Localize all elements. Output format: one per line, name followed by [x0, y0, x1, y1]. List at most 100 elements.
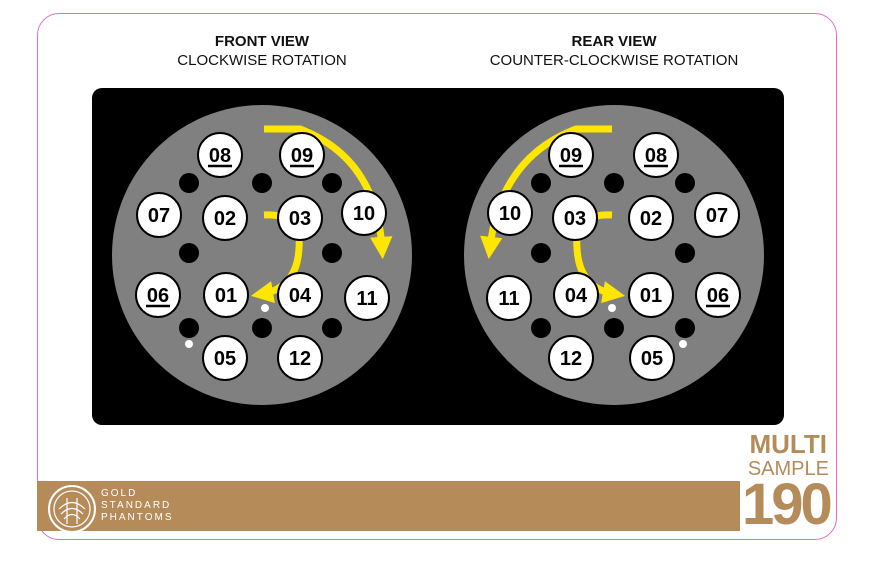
sample-circle: [203, 272, 249, 318]
sample-circle: [628, 195, 674, 241]
sample-label: 08: [645, 145, 667, 167]
sample-label: 10: [353, 203, 375, 225]
front-sample-10: 10: [341, 190, 387, 236]
hole: [675, 243, 695, 263]
rear-sample-04: 04: [553, 272, 599, 318]
brand-bar: [37, 481, 740, 531]
rear-disc-body: [464, 105, 764, 405]
rear-sample-01: 01: [628, 272, 674, 318]
sample-circle: [486, 275, 532, 321]
front-sample-09: 09: [279, 132, 325, 178]
product-number: 190: [742, 472, 833, 537]
hole: [322, 318, 342, 338]
sample-label: 03: [564, 208, 586, 230]
front-sample-12: 12: [277, 335, 323, 381]
sample-label: 02: [214, 208, 236, 230]
rear-sample-09: 09: [548, 132, 594, 178]
sample-label: 01: [215, 285, 237, 307]
front-sample-01: 01: [203, 272, 249, 318]
rear-marker-dot: [608, 304, 616, 312]
sample-circle: [344, 275, 390, 321]
front-sample-06: 06: [135, 272, 181, 318]
rear-sample-03: 03: [552, 195, 598, 241]
rear-sample-12: 12: [548, 335, 594, 381]
sample-circle: [552, 195, 598, 241]
front-sample-05: 05: [202, 335, 248, 381]
front-sample-02: 02: [202, 195, 248, 241]
hole: [179, 173, 199, 193]
hole: [179, 243, 199, 263]
hole: [322, 173, 342, 193]
rear-marker-dot: [679, 340, 687, 348]
sample-circle: [277, 195, 323, 241]
front-view-subtitle: CLOCKWISE ROTATION: [177, 52, 347, 69]
hole: [322, 243, 342, 263]
hole: [531, 173, 551, 193]
hole: [675, 318, 695, 338]
rear-sample-07: 07: [694, 192, 740, 238]
front-view-heading: FRONT VIEW CLOCKWISE ROTATION: [162, 32, 362, 70]
front-sample-11: 11: [344, 275, 390, 321]
front-marker-dot: [185, 340, 193, 348]
front-sample-08: 08: [197, 132, 243, 178]
sample-label: 11: [498, 288, 519, 310]
hole: [604, 173, 624, 193]
rear-sample-06: 06: [695, 272, 741, 318]
hole: [252, 173, 272, 193]
hole: [179, 318, 199, 338]
sample-circle: [341, 190, 387, 236]
front-disc-body: [112, 105, 412, 405]
sample-label: 08: [209, 145, 231, 167]
sample-label: 12: [289, 348, 311, 370]
rear-view-title: REAR VIEW: [571, 33, 657, 50]
product-sample: SAMPLE: [747, 458, 829, 480]
hole: [531, 243, 551, 263]
rear-sample-10: 10: [487, 190, 533, 236]
rear-sample-02: 02: [628, 195, 674, 241]
sample-circle: [553, 272, 599, 318]
hole: [604, 318, 624, 338]
brand-name-line2: STANDARD: [101, 500, 172, 511]
sample-label: 09: [560, 145, 582, 167]
sample-label: 01: [640, 285, 662, 307]
rear-view-subtitle: COUNTER-CLOCKWISE ROTATION: [489, 52, 739, 69]
front-sample-07: 07: [136, 192, 182, 238]
rear-view-heading: REAR VIEW COUNTER-CLOCKWISE ROTATION: [455, 32, 773, 70]
sample-circle: [487, 190, 533, 236]
hole: [675, 173, 695, 193]
hole: [531, 318, 551, 338]
sample-label: 06: [147, 285, 169, 307]
sample-label: 07: [148, 205, 170, 227]
sample-label: 02: [640, 208, 662, 230]
front-sample-03: 03: [277, 195, 323, 241]
brand-name-line1: GOLD: [101, 488, 138, 499]
sample-label: 03: [289, 208, 311, 230]
sample-label: 12: [560, 348, 582, 370]
sample-circle: [548, 335, 594, 381]
sample-circle: [277, 272, 323, 318]
sample-circle: [694, 192, 740, 238]
front-view-title: FRONT VIEW: [214, 33, 310, 50]
front-sample-slots: 08 09 07 02 03 10 06 01 04 11 05 12: [135, 132, 390, 381]
sample-circle: [629, 335, 675, 381]
sample-circle: [202, 195, 248, 241]
hole: [252, 318, 272, 338]
front-holes: [179, 173, 342, 338]
rear-sample-11: 11: [486, 275, 532, 321]
sample-label: 04: [565, 285, 588, 307]
sample-circle: [202, 335, 248, 381]
gold-standard-logo-icon: [48, 485, 96, 533]
sample-circle: [277, 335, 323, 381]
front-disc: 08 09 07 02 03 10 06 01 04 11 05 12: [112, 105, 412, 405]
front-sample-04: 04: [277, 272, 323, 318]
sample-label: 07: [706, 205, 728, 227]
front-marker-dot: [261, 304, 269, 312]
product-multi: MULTI: [749, 429, 828, 459]
rear-sample-08: 08: [633, 132, 679, 178]
sample-label: 06: [707, 285, 729, 307]
sample-circle: [628, 272, 674, 318]
sample-label: 04: [289, 285, 312, 307]
